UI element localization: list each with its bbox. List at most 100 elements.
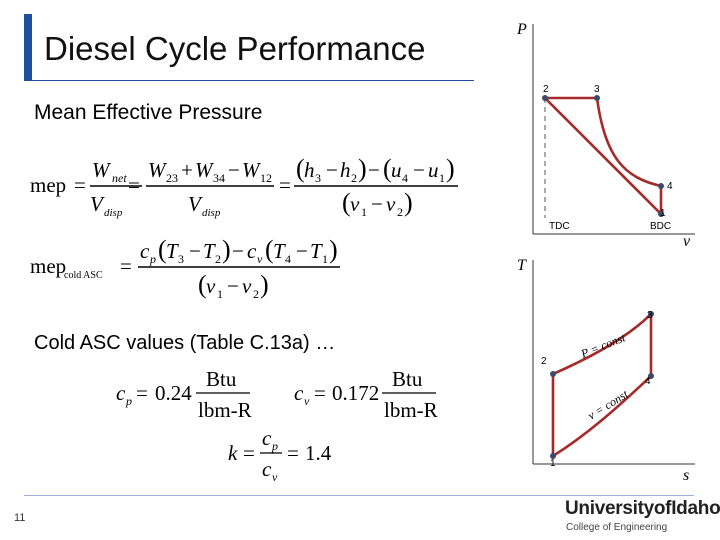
u4-symbol: u [391, 158, 402, 182]
T3-symbol: T [166, 239, 179, 263]
svg-text:=: = [279, 173, 291, 197]
svg-text:−: − [326, 158, 338, 182]
cp-unit-num: Btu [206, 367, 237, 391]
pv-label-4: 4 [667, 181, 673, 192]
v2b-sub: 2 [253, 287, 259, 301]
pv-point-3 [594, 95, 600, 101]
svg-text:=: = [136, 381, 148, 405]
mep-cold-label: mep [30, 254, 66, 278]
w12-symbol: W [242, 158, 262, 182]
T2-sub: 2 [215, 252, 221, 266]
T1-sub: 1 [322, 252, 328, 266]
svg-text:−: − [189, 239, 201, 263]
pv-label-2: 2 [543, 84, 549, 95]
v1-symbol: v [350, 192, 360, 216]
pv-label-tdc: TDC [549, 221, 570, 232]
vdisp2-symbol: V [188, 192, 203, 216]
svg-text:(: ( [383, 154, 392, 183]
ts-label-1: 1 [550, 458, 556, 469]
cv-unit-den: lbm-R [384, 398, 438, 422]
w23-sub: 23 [166, 171, 178, 185]
pv-point-1 [658, 211, 664, 217]
ts-point-4 [648, 373, 654, 379]
cp-eq-symbol: c [116, 381, 126, 405]
v2-symbol: v [386, 192, 396, 216]
T2-symbol: T [203, 239, 216, 263]
ts-x-axis-label: s [683, 467, 689, 484]
w34-sub: 34 [213, 171, 225, 185]
pv-point-2 [542, 95, 548, 101]
ts-diagram: T s 1 2 3 4 P = const v = const [517, 257, 695, 484]
svg-text:−: − [232, 239, 244, 263]
ts-p-const-label: P = const [578, 330, 628, 361]
cv-sub: v [257, 252, 263, 266]
svg-text:−: − [227, 274, 239, 298]
h2-symbol: h [340, 158, 351, 182]
cv-eq-sub: v [304, 394, 310, 408]
cp-symbol: c [140, 239, 150, 263]
svg-text:): ) [446, 154, 455, 183]
wnet-symbol: W [92, 158, 112, 182]
svg-text:): ) [260, 270, 269, 299]
college-label: College of Engineering [566, 522, 668, 533]
wnet-sub: net [112, 171, 127, 185]
k-symbol: k [228, 441, 238, 465]
pv-diagram: P v 2 3 4 1 TDC BDC [516, 21, 695, 250]
svg-text:−: − [368, 158, 380, 182]
k-cp-sub: p [271, 439, 278, 453]
title-accent-bar [24, 14, 32, 80]
vdisp2-sub: disp [202, 207, 221, 219]
w23-symbol: W [148, 158, 168, 182]
u1-sub: 1 [439, 171, 445, 185]
university-logo: UniversityofIdaho [565, 498, 720, 519]
h3-symbol: h [304, 158, 315, 182]
u1-symbol: u [428, 158, 439, 182]
svg-text:=: = [74, 173, 86, 197]
title-underline [24, 80, 474, 81]
pv-y-axis-label: P [516, 21, 527, 38]
slide-title: Diesel Cycle Performance [44, 30, 426, 67]
pv-label-bdc: BDC [650, 221, 671, 232]
ts-y-axis-label: T [517, 257, 527, 274]
w12-sub: 12 [260, 171, 272, 185]
ts-label-4: 4 [645, 376, 651, 387]
pv-point-4 [658, 183, 664, 189]
pv-label-1: 1 [660, 208, 666, 219]
svg-text:=: = [120, 254, 132, 278]
svg-text:=: = [287, 441, 299, 465]
svg-text:): ) [329, 235, 338, 264]
T1-symbol: T [310, 239, 323, 263]
ts-cycle-curve [551, 310, 653, 459]
u4-sub: 4 [402, 171, 408, 185]
k-cp-symbol: c [262, 426, 272, 450]
svg-text:): ) [358, 154, 367, 183]
svg-text:=: = [128, 173, 140, 197]
T4-symbol: T [273, 239, 286, 263]
v2-sub: 2 [397, 205, 403, 219]
slide-subtitle: Mean Effective Pressure [34, 101, 263, 124]
k-value: 1.4 [305, 441, 332, 465]
ts-point-1 [550, 453, 556, 459]
page-number: 11 [14, 512, 26, 524]
v1b-sub: 1 [217, 287, 223, 301]
cp-eq-sub: p [125, 394, 132, 408]
svg-text:(: ( [265, 235, 274, 264]
h2-sub: 2 [351, 171, 357, 185]
v2b-symbol: v [242, 274, 252, 298]
v1b-symbol: v [206, 274, 216, 298]
svg-text:−: − [296, 239, 308, 263]
cv-symbol: c [247, 239, 257, 263]
cold-asc-note: Cold ASC values (Table C.13a) … [34, 332, 336, 354]
svg-text:−: − [228, 158, 240, 182]
svg-text:(: ( [158, 235, 167, 264]
cp-sub: p [149, 252, 156, 266]
ts-label-3: 3 [647, 310, 653, 321]
mep-label: mep [30, 173, 66, 197]
cv-unit-num: Btu [392, 367, 423, 391]
w34-symbol: W [195, 158, 215, 182]
T4-sub: 4 [285, 252, 291, 266]
cp-value: 0.24 [155, 381, 192, 405]
ts-v-const-label: v = const [585, 387, 631, 423]
svg-text:(: ( [198, 270, 207, 299]
vdisp-sub: disp [104, 207, 123, 219]
